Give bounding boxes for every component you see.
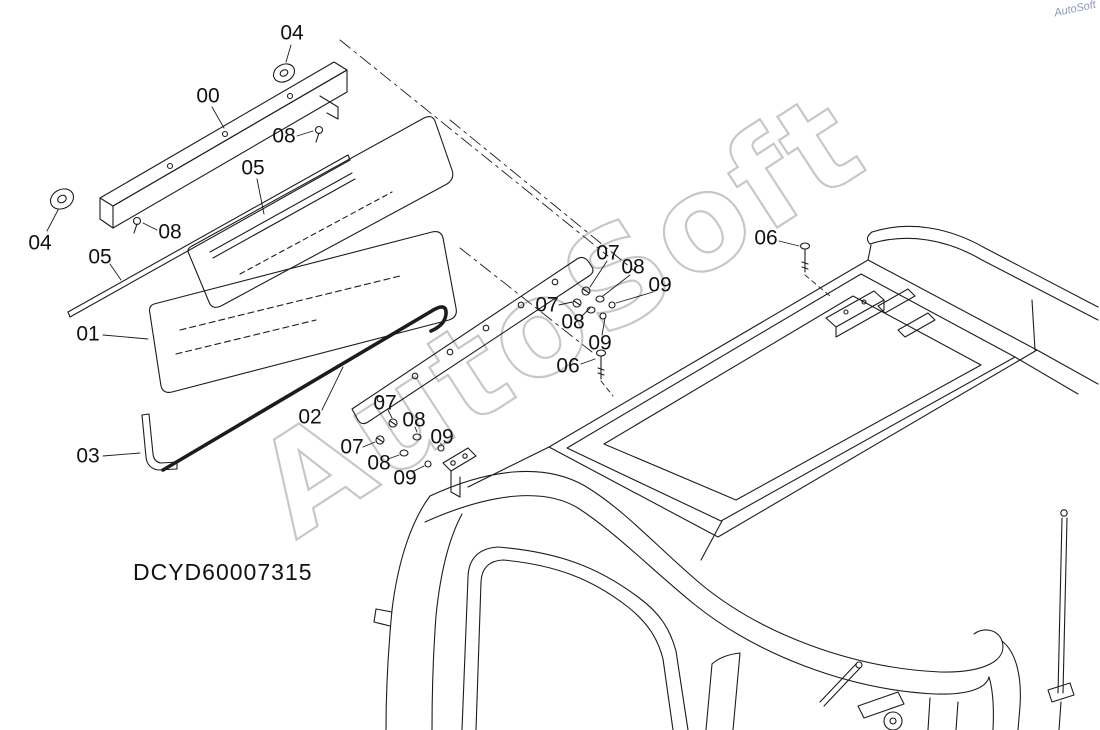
part-06-bolt-top — [799, 242, 831, 297]
part-callout-05-top: 05 — [241, 156, 265, 180]
part-callout-08-left: 08 — [158, 220, 182, 244]
part-callout-04-top: 04 — [280, 21, 304, 45]
part-callout-02: 02 — [298, 405, 322, 429]
part-callout-08-top: 08 — [272, 124, 296, 148]
part-callout-08-a1: 08 — [621, 255, 645, 279]
part-callout-08-b2: 08 — [367, 451, 391, 475]
part-callout-07-a2: 07 — [535, 293, 559, 317]
corner-bracket — [442, 447, 477, 498]
fastener-cluster-right — [572, 286, 616, 320]
part-05-panel — [187, 115, 454, 308]
part-04-washer-top — [272, 63, 296, 83]
part-00-mounting-rail — [99, 61, 348, 229]
part-04-washer-left — [49, 188, 75, 210]
part-callout-07-b2: 07 — [340, 435, 364, 459]
part-05-strip — [67, 154, 351, 318]
part-08-screw-top — [314, 125, 324, 143]
part-callout-00: 00 — [196, 84, 220, 108]
part-01-glass-panel — [148, 231, 457, 393]
part-03-trim — [141, 413, 178, 471]
part-08-screw-left — [132, 216, 142, 234]
part-callout-08-a2: 08 — [561, 310, 585, 334]
cab-structure — [373, 225, 1099, 730]
part-callout-06-top: 06 — [754, 226, 778, 250]
part-02-seal — [161, 305, 448, 472]
fastener-cluster-left — [375, 418, 445, 468]
part-callout-03: 03 — [76, 444, 100, 468]
part-06-bolt-lower — [595, 349, 614, 397]
drawing-code: DCYD60007315 — [133, 559, 313, 585]
part-callout-05-left: 05 — [88, 245, 112, 269]
part-callout-01: 01 — [76, 322, 100, 346]
part-callout-07-b1: 07 — [373, 391, 397, 415]
part-callout-06-mid: 06 — [556, 354, 580, 378]
part-callout-09-b2: 09 — [393, 466, 417, 490]
part-callout-07-a1: 07 — [596, 241, 620, 265]
mounting-strip — [351, 256, 594, 425]
leader-lines — [46, 44, 800, 473]
part-callout-09-b1: 09 — [430, 425, 454, 449]
part-callout-09-a1: 09 — [648, 273, 672, 297]
part-callout-09-a2: 09 — [588, 331, 612, 355]
projection-lines — [339, 39, 637, 353]
part-callout-04-left: 04 — [28, 231, 52, 255]
part-callout-08-b1: 08 — [402, 408, 426, 432]
